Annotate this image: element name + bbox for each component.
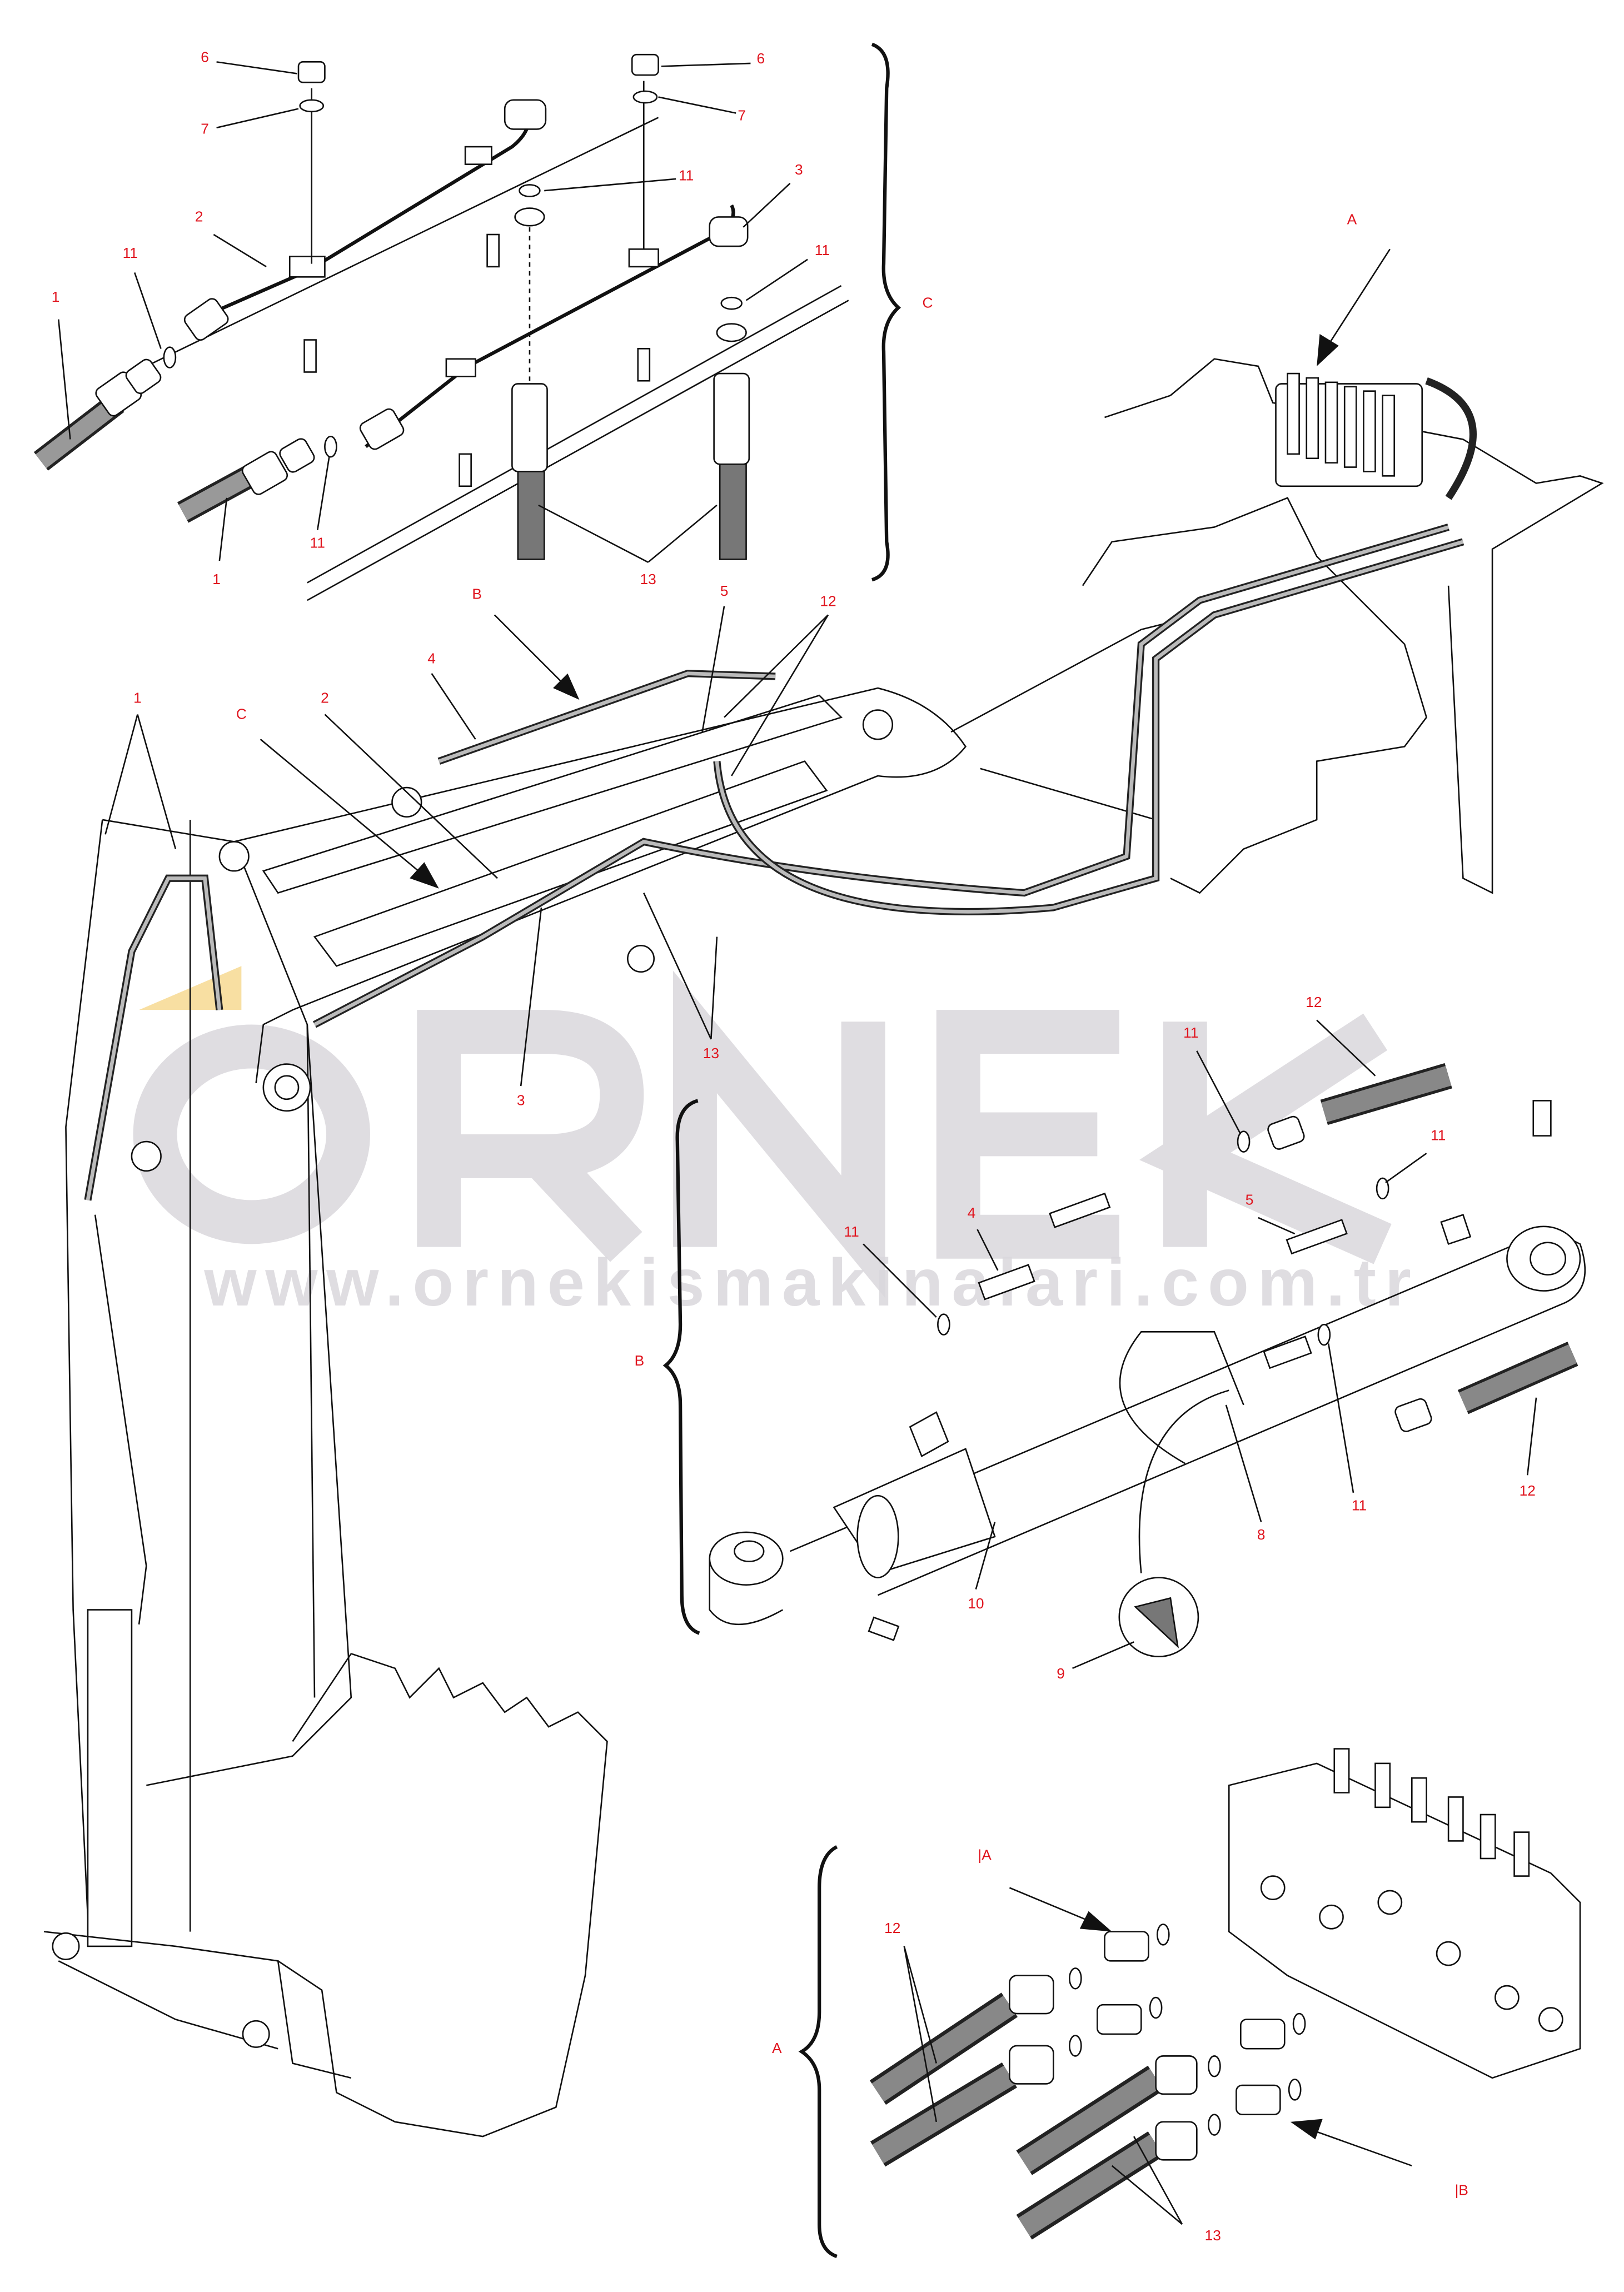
callout-12: 12 [884,1920,900,1936]
callout-12: 12 [1520,1482,1536,1499]
callout-6: 6 [201,48,209,65]
inset-c-drawing [33,42,901,601]
callout-13: 13 [1205,2227,1221,2244]
watermark-url: www.ornekismakinalari.com.tr [203,1244,1419,1320]
callout-7: 7 [201,120,209,137]
callout-3: 3 [795,161,803,178]
bracket-label-a: A [772,2040,782,2056]
callout-a: A [1347,211,1357,228]
inset-a-labels: |A 12 |B 13 A [772,1847,1468,2244]
watermark: www.ornekismakinalari.com.tr [133,966,1419,1320]
inset-c-labels: 6 7 6 7 11 3 11 2 11 1 11 1 13 C [52,48,933,587]
callout-10: 10 [968,1595,984,1612]
callout-7: 7 [738,107,746,124]
callout-4: 4 [968,1204,976,1221]
inset-a-drawing [798,1748,1581,2259]
callout-12: 12 [1306,994,1322,1010]
callout-13: 13 [703,1045,719,1062]
callout-1: 1 [52,288,60,305]
callout-1: 1 [212,571,221,587]
callout-5: 5 [720,582,729,599]
callout-9: 9 [1057,1665,1065,1682]
callout-c: C [236,705,247,722]
callout-11: 11 [1183,1024,1198,1041]
inset-b-labels: 12 11 11 4 5 11 8 11 12 10 9 B [635,994,1536,1682]
callout-2: 2 [195,208,203,225]
callout-8: 8 [1257,1526,1266,1543]
callout-4: 4 [427,650,436,666]
callout-11: 11 [1431,1127,1446,1143]
main-view-drawing [43,248,1604,2137]
bracket-label-c: C [922,295,933,311]
callout-5: 5 [1246,1191,1254,1208]
callout-11: 11 [1352,1497,1367,1513]
callout-11: 11 [310,534,325,551]
watermark-brand-logo [133,970,1392,1298]
inset-b-drawing [662,1019,1586,1669]
callout-11: 11 [815,242,830,258]
callout-2: 2 [321,689,329,706]
main-view-labels: A B 5 12 4 2 C 1 13 3 [133,211,1357,1109]
callout-6: 6 [757,50,765,67]
callout-a-arrow: |A [978,1847,992,1864]
bracket-label-b: B [635,1352,645,1369]
callout-11: 11 [679,167,694,184]
callout-11: 11 [844,1223,859,1240]
callout-13: 13 [640,571,656,587]
callout-b: B [472,585,482,602]
callout-3: 3 [517,1092,525,1108]
callout-12: 12 [820,593,836,610]
callout-11: 11 [123,245,138,261]
callout-b-arrow: |B [1455,2181,1468,2198]
callout-1: 1 [133,689,142,706]
